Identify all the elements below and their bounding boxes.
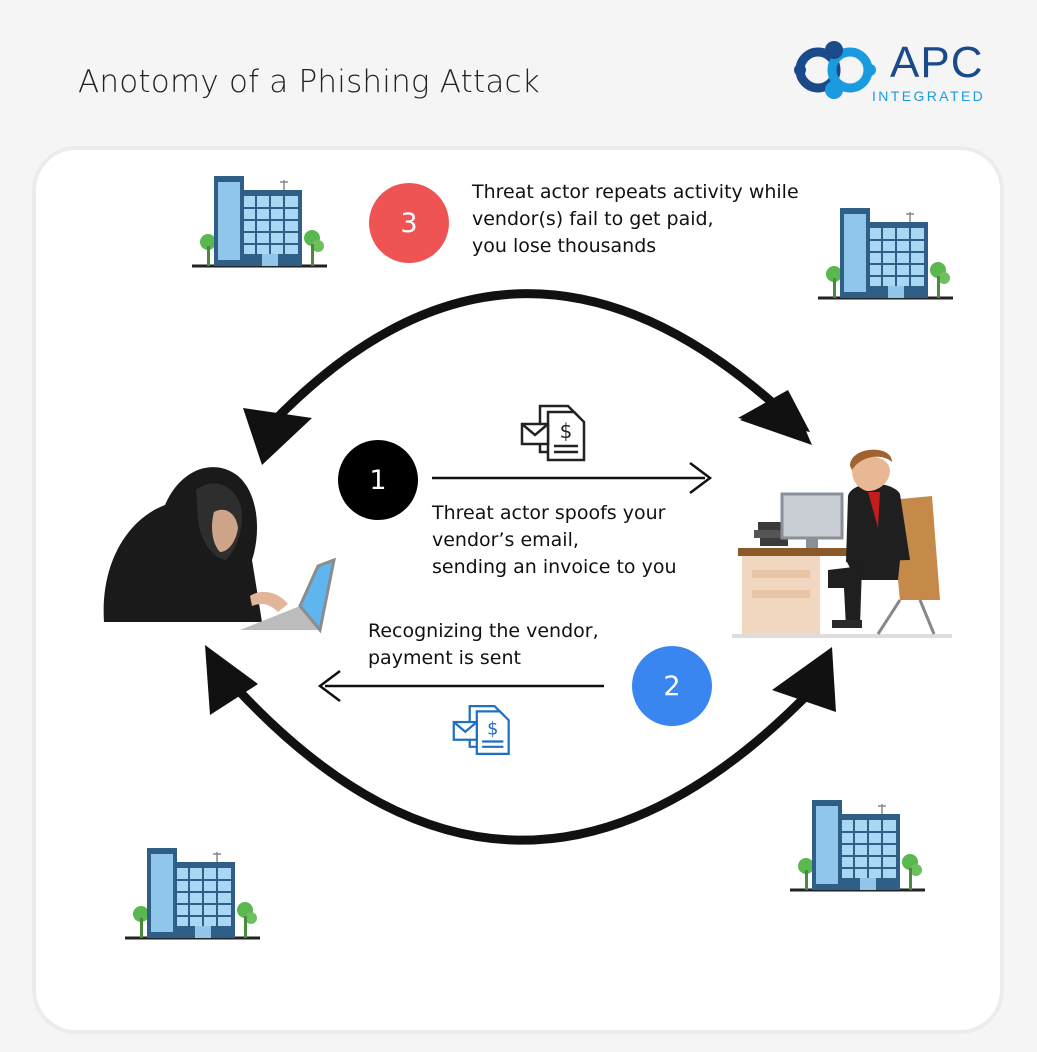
logo-mark-icon xyxy=(794,41,876,99)
building-icon xyxy=(192,174,327,268)
logo-brand: APC xyxy=(890,38,984,87)
building-icon xyxy=(818,206,953,300)
page-title: Anotomy of a Phishing Attack xyxy=(78,64,540,100)
hacker-icon xyxy=(103,467,337,634)
businessman-icon xyxy=(732,449,952,638)
building-icon xyxy=(125,846,260,940)
logo-subtitle: INTEGRATED xyxy=(872,88,986,104)
arrowhead-icon xyxy=(740,394,812,445)
upper-cycle-arc xyxy=(271,289,778,424)
invoice-icon xyxy=(452,704,510,756)
step-1-text: Threat actor spoofs your vendor’s email,… xyxy=(432,502,677,578)
step-3-text: Threat actor repeats activity while vend… xyxy=(472,181,799,257)
building-icon xyxy=(790,798,925,892)
step-2-text: Recognizing the vendor, payment is sent xyxy=(368,620,599,669)
arrowhead-icon xyxy=(243,408,312,465)
step-2-badge: 2 xyxy=(632,646,712,726)
arrowhead-icon xyxy=(205,645,258,715)
step-3-badge: 3 xyxy=(369,183,449,263)
step-1-badge: 1 xyxy=(338,440,418,520)
arrowhead-icon xyxy=(772,647,836,712)
invoice-icon xyxy=(520,404,586,462)
apc-logo: APC INTEGRATED xyxy=(790,34,1000,108)
lower-cycle-arc xyxy=(216,667,816,845)
